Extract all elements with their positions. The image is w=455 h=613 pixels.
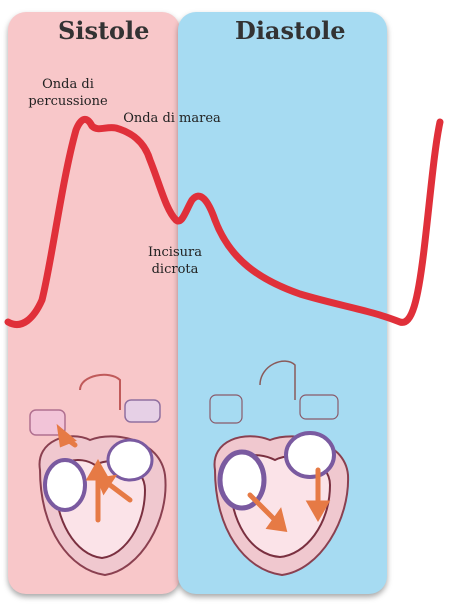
diastole-heart-illustration	[209, 360, 350, 577]
diastole-title: Diastole	[235, 16, 346, 45]
notch-label-line2: dicrota	[151, 262, 199, 277]
systole-title: Sistole	[58, 16, 150, 45]
percussion-wave-label: Onda di percussione	[8, 76, 128, 110]
percussion-label-line2: percussione	[28, 94, 108, 109]
dicrotic-notch-label: Incisura dicrota	[140, 244, 210, 278]
percussion-label-line1: Onda di	[42, 77, 94, 92]
tidal-wave-label: Onda di marea	[123, 111, 221, 126]
systole-heart-illustration	[29, 373, 167, 577]
notch-label-line1: Incisura	[148, 245, 202, 260]
